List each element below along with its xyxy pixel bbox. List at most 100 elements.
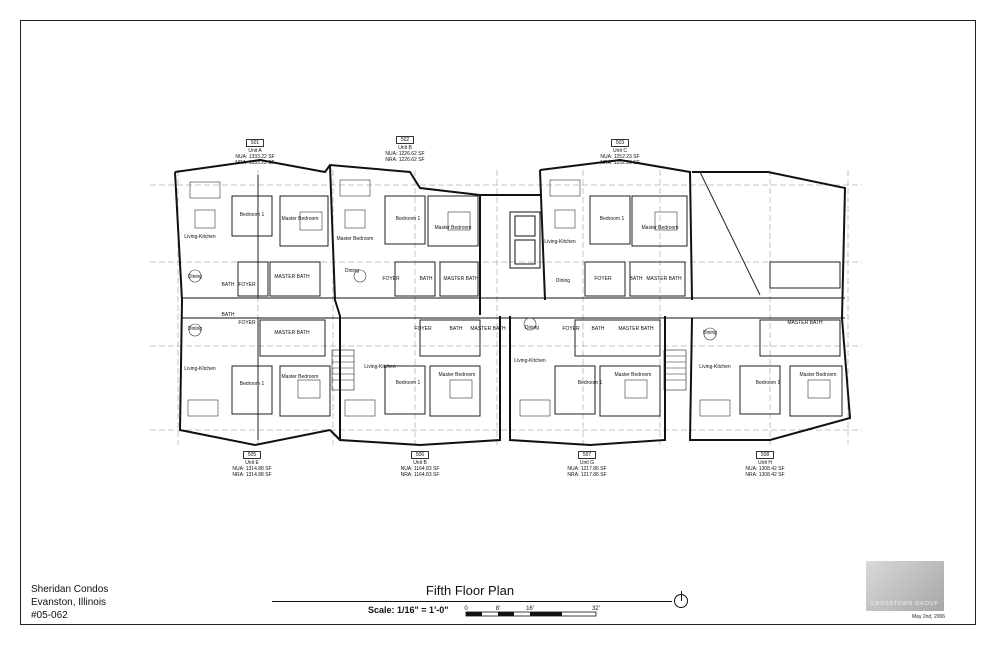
room-label: Bedroom 1 [756, 380, 781, 386]
room-label: MASTER BATH [618, 326, 654, 332]
project-number: #05-062 [31, 610, 68, 621]
unit-tag: 508 Unit H NUA: 1308.42 SF NRA: 1308.42 … [730, 451, 800, 478]
room-label: Living-Kitchen [364, 364, 396, 370]
room-label: FOYER [414, 326, 432, 332]
unit-name: Unit H [758, 460, 772, 466]
room-label: Bedroom 1 [578, 380, 603, 386]
room-label: Dining [188, 274, 202, 280]
room-label: Master Bedroom [615, 372, 652, 378]
room-label: Living-Kitchen [184, 234, 216, 240]
unit-tag: 502 Unit B NUA: 1226.62 SF NRA: 1226.62 … [370, 136, 440, 163]
room-label: FOYER [238, 320, 256, 326]
room-label: MASTER BATH [470, 326, 506, 332]
corridor [182, 211, 845, 319]
north-arrow-icon [674, 591, 688, 608]
room-label: Master Bedroom [435, 225, 472, 231]
scale-mark: 8' [496, 606, 500, 612]
unit-nra: NRA: 1164.83 SF [400, 472, 440, 478]
scale-label: Scale: 1/16" = 1'-0" [368, 605, 449, 615]
room-label: FOYER [382, 276, 400, 282]
unit-nua: NUA: 1226.62 SF [385, 151, 425, 157]
unit-nra: NRA: 1252.23 SF [600, 160, 640, 166]
room-label: Bedroom 1 [600, 216, 625, 222]
room-label: MASTER BATH [787, 320, 823, 326]
unit-tag: 505 Unit E NUA: 1314.88 SF NRA: 1314.88 … [217, 451, 287, 478]
unit-nua: NUA: 1314.88 SF [232, 466, 272, 472]
room-label: Dining [525, 325, 539, 331]
unit-name: Unit G [579, 460, 595, 466]
room-label: FOYER [238, 282, 256, 288]
unit-nra: NRA: 1314.88 SF [232, 472, 272, 478]
scale-mark: 32' [592, 606, 600, 612]
room-label: BATH [450, 326, 463, 332]
unit-nua: NUA: 1308.42 SF [745, 466, 785, 472]
unit-nua: NUA: 1217.86 SF [567, 466, 607, 472]
scale-mark: 16' [526, 606, 534, 612]
unit-tag: 501 Unit A NUA: 1333.22 SF NRA: 1333.22 … [220, 139, 290, 166]
logo-text: CROSSTOWN GROUP [871, 601, 939, 607]
project-location: Evanston, Illinois [31, 597, 107, 608]
room-label: Living-Kitchen [514, 358, 546, 364]
room-label: Living-Kitchen [184, 366, 216, 372]
room-label: Master Bedroom [282, 216, 319, 222]
unit-number: 501 [245, 139, 265, 147]
unit-number: 506 [410, 451, 430, 459]
unit-number: 503 [610, 139, 630, 147]
room-label: Living-Kitchen [699, 364, 731, 370]
room-label: BATH [630, 276, 643, 282]
furniture [187, 179, 831, 417]
title-block: Fifth Floor Plan Scale: 1/16" = 1'-0" [270, 583, 690, 623]
unit-name: Unit B [398, 145, 412, 151]
room-label: Dining [188, 326, 202, 332]
room-label: Master Bedroom [642, 225, 679, 231]
project-info: Sheridan Condos Evanston, Illinois #05-0… [31, 583, 108, 622]
unit-tag: 503 Unit C NUA: 1252.23 SF NRA: 1252.23 … [585, 139, 655, 166]
title-rule [272, 601, 672, 602]
room-label: BATH [222, 312, 235, 318]
unit-number: 507 [577, 451, 597, 459]
unit-name: Unit A [248, 148, 262, 154]
room-label: Dining [556, 278, 570, 284]
unit-nra: NRA: 1217.86 SF [567, 472, 607, 478]
unit-number: 502 [395, 136, 415, 144]
company-logo: CROSSTOWN GROUP [866, 561, 944, 611]
room-label: FOYER [562, 326, 580, 332]
room-label: Bedroom 1 [240, 381, 265, 387]
room-label: MASTER BATH [274, 274, 310, 280]
room-label: Dining [703, 330, 717, 336]
unit-nra: NRA: 1333.22 SF [235, 160, 275, 166]
room-label: BATH [592, 326, 605, 332]
unit-nua: NUA: 1252.23 SF [600, 154, 640, 160]
interior-walls [231, 171, 843, 440]
stairs [331, 349, 687, 391]
room-label: FOYER [594, 276, 612, 282]
room-label: Bedroom 1 [396, 380, 421, 386]
unit-nra: NRA: 1226.62 SF [385, 157, 425, 163]
plan-title: Fifth Floor Plan [425, 583, 515, 598]
unit-nua: NUA: 1164.83 SF [400, 466, 440, 472]
room-label: MASTER BATH [646, 276, 682, 282]
exterior-walls [174, 158, 852, 447]
unit-number: 505 [242, 451, 262, 459]
room-label: MASTER BATH [274, 330, 310, 336]
unit-name: Unit C [613, 148, 627, 154]
room-label: Dining [345, 268, 359, 274]
unit-number: 508 [755, 451, 775, 459]
unit-tag: 507 Unit G NUA: 1217.86 SF NRA: 1217.86 … [552, 451, 622, 478]
unit-nra: NRA: 1308.42 SF [745, 472, 785, 478]
scale-mark: 0 [464, 606, 468, 612]
room-labels: Living-Kitchen Living-Kitchen Living-Kit… [184, 212, 836, 387]
room-label: Bedroom 1 [240, 212, 265, 218]
unit-name: Unit E [245, 460, 259, 466]
unit-tag: 506 Unit B NUA: 1164.83 SF NRA: 1164.83 … [385, 451, 455, 478]
room-label: BATH [222, 282, 235, 288]
room-label: Master Bedroom [439, 372, 476, 378]
room-label: Living-Kitchen [544, 239, 576, 245]
unit-name: Unit B [413, 460, 427, 466]
project-name: Sheridan Condos [31, 584, 109, 595]
unit-nua: NUA: 1333.22 SF [235, 154, 275, 160]
room-label: MASTER BATH [443, 276, 479, 282]
room-label: BATH [420, 276, 433, 282]
